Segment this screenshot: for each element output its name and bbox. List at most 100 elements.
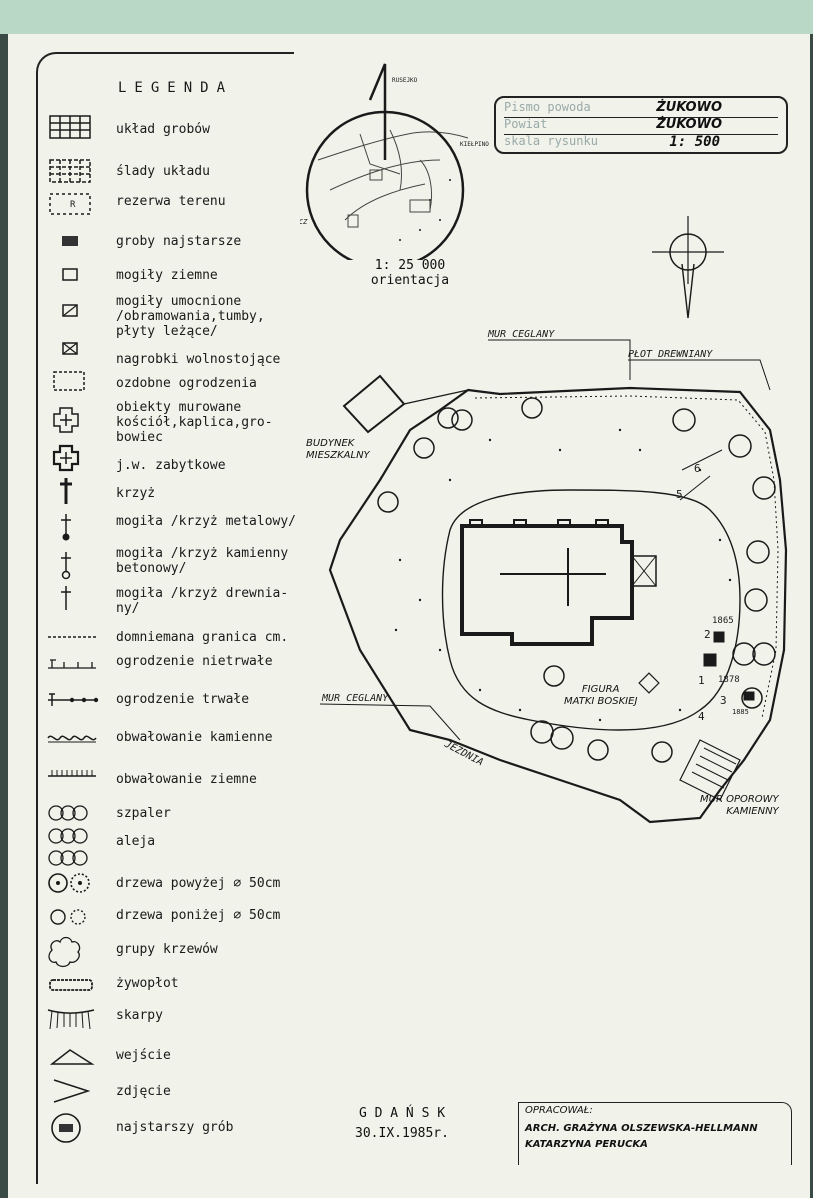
legend-title: LEGENDA — [118, 80, 234, 96]
photo-number-2: 2 — [704, 628, 711, 641]
legend-label: nagrobki wolnostojące — [116, 352, 281, 367]
stone-embankment-icon — [47, 735, 97, 743]
small-trees-icon — [50, 909, 86, 925]
legend-label: rezerwa terenu — [116, 194, 226, 209]
legend-label: domniemana granica cm. — [116, 630, 289, 645]
photo-number-1: 1 — [698, 674, 705, 687]
earth-grave-icon — [62, 268, 78, 281]
title-block: Pismo powoda ŻUKOWO Powiat ŻUKOWO skala … — [494, 96, 788, 154]
land-reserve-icon: R — [49, 193, 91, 215]
photo-direction-icon — [53, 1079, 91, 1103]
entrance-icon — [49, 1049, 95, 1065]
orientation-label: orientacja — [370, 273, 450, 288]
permanent-fence-icon — [48, 693, 99, 706]
legend-label: mogiły umocnione /obramowania,tumby, pły… — [116, 294, 265, 339]
masonry-building-icon — [53, 407, 79, 433]
title-row-3-value: 1: 500 — [669, 134, 720, 150]
label-brick-wall-left: MUR CEGLANY — [321, 693, 389, 704]
city: G D A Ń S K — [358, 1106, 446, 1121]
orientation-scale: 1: 25 000 — [374, 258, 446, 273]
legend-label: krzyż — [116, 486, 156, 501]
legend-label: j.w. zabytkowe — [116, 458, 226, 473]
avenue-icon — [48, 828, 88, 866]
standing-tombstone-icon — [62, 342, 78, 355]
legend-label: obwałowanie kamienne — [116, 730, 273, 745]
title-row-3-label: skala rysunku — [504, 134, 598, 148]
photo-number-6: 6 — [694, 462, 701, 475]
label-residential-building: BUDYNEK MIESZKALNY — [306, 438, 370, 461]
historic-building-icon — [52, 444, 80, 472]
label-madonna-figure: FIGURA MATKI BOSKIEJ — [564, 684, 638, 707]
legend-label: drzewa powyżej ∅ 50cm — [116, 876, 281, 891]
legend-label: ozdobne ogrodzenia — [116, 376, 257, 391]
shrub-groups-icon — [48, 936, 81, 968]
photo-number-3: 3 — [720, 694, 727, 707]
place-date: G D A Ń S K 30.IX.1985r. — [336, 1104, 468, 1144]
temporary-fence-icon — [48, 659, 96, 669]
legend-label: skarpy — [116, 1008, 163, 1023]
north-arrow-icon — [652, 216, 724, 319]
title-row-2-label: Powiat — [504, 117, 548, 131]
earth-embankment-icon — [48, 770, 96, 777]
legend-label: obwałowanie ziemne — [116, 772, 257, 787]
drawing-sheet — [8, 34, 810, 1198]
presumed-boundary-icon — [48, 636, 96, 638]
map-label-right: KIEŁPINO — [460, 141, 489, 148]
legend-label: ogrodzenie nietrwałe — [116, 654, 273, 669]
oldest-graves-icon — [62, 236, 78, 246]
wooden-cross-grave-icon — [61, 586, 71, 610]
top-band — [0, 0, 813, 34]
legend-label: groby najstarsze — [116, 234, 242, 249]
title-row-3: skala rysunku 1: 500 — [504, 134, 778, 151]
author-1: ARCH. GRAŻYNA OLSZEWSKA-HELLMANN — [525, 1123, 758, 1134]
label-year-2: 1878 — [718, 675, 740, 685]
legend-label: mogiła /krzyż metalowy/ — [116, 514, 297, 529]
cross-icon — [60, 478, 72, 504]
label-stone-retaining-wall: MUR OPOROWY KAMIENNY — [700, 794, 779, 817]
map-label-left: GLINCZ — [300, 218, 308, 226]
date: 30.IX.1985r. — [355, 1126, 449, 1141]
label-year-1: 1865 — [712, 616, 734, 626]
legend-label: żywopłot — [116, 976, 179, 991]
grave-grid-icon — [49, 115, 91, 139]
label-wooden-fence: PŁOT DREWNIANY — [628, 349, 713, 360]
grave-grid-traces-icon — [49, 159, 91, 183]
svg-text:R: R — [70, 200, 76, 210]
metal-cross-grave-icon — [61, 514, 71, 541]
ornamental-fence-icon — [53, 371, 85, 391]
legend-label: mogiły ziemne — [116, 268, 218, 283]
orientation-caption: 1: 25 000 orientacja — [360, 258, 460, 288]
hedge-icon — [49, 979, 93, 991]
reinforced-grave-icon — [62, 304, 78, 317]
title-row-1: Pismo powoda ŻUKOWO — [504, 100, 778, 118]
legend-label: najstarszy grób — [116, 1120, 234, 1135]
prepared-by-label: OPRACOWAŁ: — [525, 1105, 593, 1116]
legend-label: drzewa poniżej ∅ 50cm — [116, 908, 281, 923]
orientation-map: RUSEJKO KIEŁPINO GLINCZ — [300, 63, 489, 260]
label-year-3: 1885 — [732, 708, 749, 716]
cemetery-plan: MUR CEGLANY PŁOT DREWNIANY MUR CEGLANY J… — [319, 329, 788, 824]
map-label-top: RUSEJKO — [392, 77, 418, 84]
title-row-2-value: ŻUKOWO — [656, 117, 722, 132]
oldest-grave-icon — [51, 1113, 81, 1143]
legend-label: obiekty murowane kościół,kaplica,gro- bo… — [116, 400, 273, 445]
legend-label: grupy krzewów — [116, 942, 218, 957]
legend-label: ogrodzenie trwałe — [116, 692, 250, 707]
legend-label: szpaler — [116, 806, 171, 821]
legend-label: układ grobów — [116, 122, 210, 137]
author-2: KATARZYNA PERUCKA — [525, 1139, 648, 1150]
author-block: OPRACOWAŁ: ARCH. GRAŻYNA OLSZEWSKA-HELLM… — [518, 1102, 792, 1165]
photo-number-5: 5 — [676, 488, 683, 501]
title-row-1-label: Pismo powoda — [504, 100, 591, 114]
label-brick-wall-top: MUR CEGLANY — [487, 329, 555, 340]
title-row-2: Powiat ŻUKOWO — [504, 117, 778, 135]
legend-label: zdjęcie — [116, 1084, 171, 1099]
large-trees-icon — [48, 873, 90, 893]
label-road: JEZDNIA — [442, 738, 485, 768]
slope-icon — [47, 1009, 95, 1030]
legend-label: wejście — [116, 1048, 171, 1063]
legend-label: ślady układu — [116, 164, 210, 179]
title-row-1-value: ŻUKOWO — [656, 100, 722, 115]
legend-frame — [36, 52, 294, 1184]
legend-label: mogiła /krzyż kamienny betonowy/ — [116, 546, 289, 576]
